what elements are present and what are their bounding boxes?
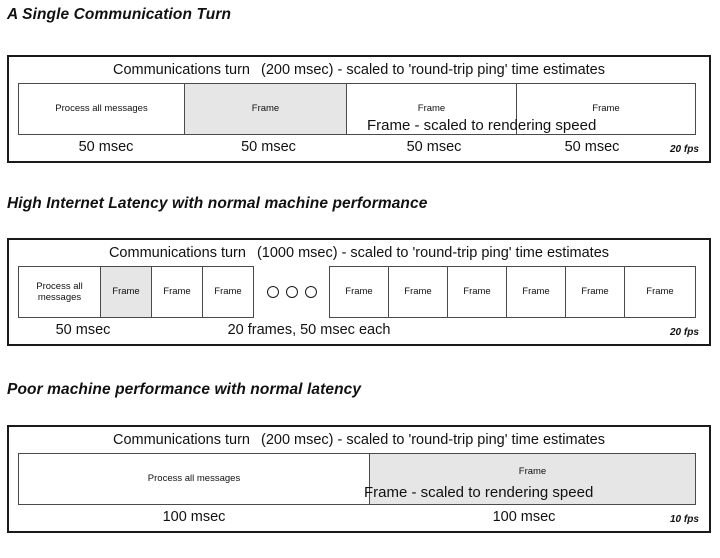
cell-frame-2[interactable]: Frame: [346, 83, 517, 135]
cell-label: Frame: [417, 103, 446, 115]
frame-row-high-latency: Process all messages Frame Frame Frame F…: [18, 266, 696, 318]
frame-row-single: Process all messages Frame Frame Frame: [18, 83, 696, 135]
fps-label-poor: 10 fps: [670, 514, 699, 525]
ellipsis-dot-icon: [304, 286, 317, 298]
msec-label-2: 100 msec: [492, 509, 556, 525]
cell-label: Frame: [345, 286, 373, 298]
ellipsis-frames: [254, 266, 329, 318]
msec-label-1: 50 msec: [78, 139, 134, 155]
cell-label: Frame: [592, 103, 620, 115]
cell-frame-3[interactable]: Frame: [202, 266, 254, 318]
diagram-poor-performance: Communications turn (200 msec) - scaled t…: [7, 425, 711, 533]
turn-caption-single: Communications turn (200 msec) - scaled t…: [9, 62, 709, 78]
fps-label-high-latency: 20 fps: [670, 327, 699, 338]
diagram-single-turn: Communications turn (200 msec) - scaled t…: [7, 55, 711, 163]
cell-frame-1[interactable]: Frame: [100, 266, 152, 318]
msec-label-2: 20 frames, 50 msec each: [227, 322, 391, 338]
turn-caption-duration: (1000 msec) - scaled to 'round-trip ping…: [256, 245, 610, 261]
turn-caption-prefix: Communications turn: [112, 62, 250, 78]
cell-label: Process all messages: [55, 103, 148, 115]
cell-label: Frame: [518, 466, 547, 477]
turn-caption-prefix: Communications turn: [112, 432, 250, 448]
cell-process-all-messages[interactable]: Process all messages: [18, 83, 185, 135]
section-title-poor-performance: Poor machine performance with normal lat…: [7, 381, 362, 398]
turn-caption-high-latency: Communications turn (1000 msec) - scaled …: [9, 245, 709, 261]
cell-frame-4[interactable]: Frame: [329, 266, 389, 318]
msec-label-3: 50 msec: [406, 139, 462, 155]
section-title-high-latency: High Internet Latency with normal machin…: [7, 195, 428, 212]
msec-label-2: 50 msec: [241, 139, 296, 155]
cell-label: Frame: [581, 286, 609, 298]
cell-label: Frame: [214, 286, 242, 298]
cell-label: Frame: [463, 286, 491, 298]
cell-label: Frame: [646, 286, 674, 298]
cell-frame-3[interactable]: Frame: [516, 83, 696, 135]
overlay-frame-scaled-single: Frame - scaled to rendering speed: [367, 117, 597, 134]
cell-frame-9[interactable]: Frame: [624, 266, 696, 318]
cell-process-all-messages[interactable]: Process all messages: [18, 266, 101, 318]
overlay-frame-scaled-poor: Frame - scaled to rendering speed: [364, 484, 594, 501]
cell-frame-2[interactable]: Frame: [151, 266, 203, 318]
msec-label-1: 100 msec: [162, 509, 226, 525]
turn-caption-poor: Communications turn (200 msec) - scaled t…: [9, 432, 709, 448]
frame-row-poor: Process all messages Frame: [18, 453, 696, 505]
turn-caption-prefix: Communications turn: [108, 245, 246, 261]
cell-label: Frame: [404, 286, 432, 298]
cell-label: Frame: [163, 286, 191, 298]
cell-frame-7[interactable]: Frame: [506, 266, 566, 318]
fps-label-single: 20 fps: [670, 144, 699, 155]
cell-frame-6[interactable]: Frame: [447, 266, 507, 318]
cell-label: Frame: [522, 286, 550, 298]
ellipsis-dot-icon: [285, 286, 298, 298]
section-title-single-turn: A Single Communication Turn: [7, 6, 232, 23]
cell-process-all-messages[interactable]: Process all messages: [18, 453, 370, 505]
ellipsis-dot-icon: [266, 286, 279, 298]
turn-caption-duration: (200 msec) - scaled to 'round-trip ping'…: [260, 62, 605, 78]
diagram-high-latency: Communications turn (1000 msec) - scaled …: [7, 238, 711, 346]
cell-label: Frame: [112, 286, 140, 298]
cell-label: Process all messages: [147, 473, 241, 485]
msec-label-1: 50 msec: [55, 322, 111, 338]
cell-label: Frame: [251, 103, 280, 115]
turn-caption-duration: (200 msec) - scaled to 'round-trip ping'…: [260, 432, 605, 448]
cell-frame-5[interactable]: Frame: [388, 266, 448, 318]
cell-label: Process all messages: [36, 280, 83, 304]
cell-frame-1[interactable]: Frame: [184, 83, 347, 135]
cell-frame-8[interactable]: Frame: [565, 266, 625, 318]
msec-label-4: 50 msec: [564, 139, 620, 155]
cell-frame-1[interactable]: Frame: [369, 453, 696, 505]
